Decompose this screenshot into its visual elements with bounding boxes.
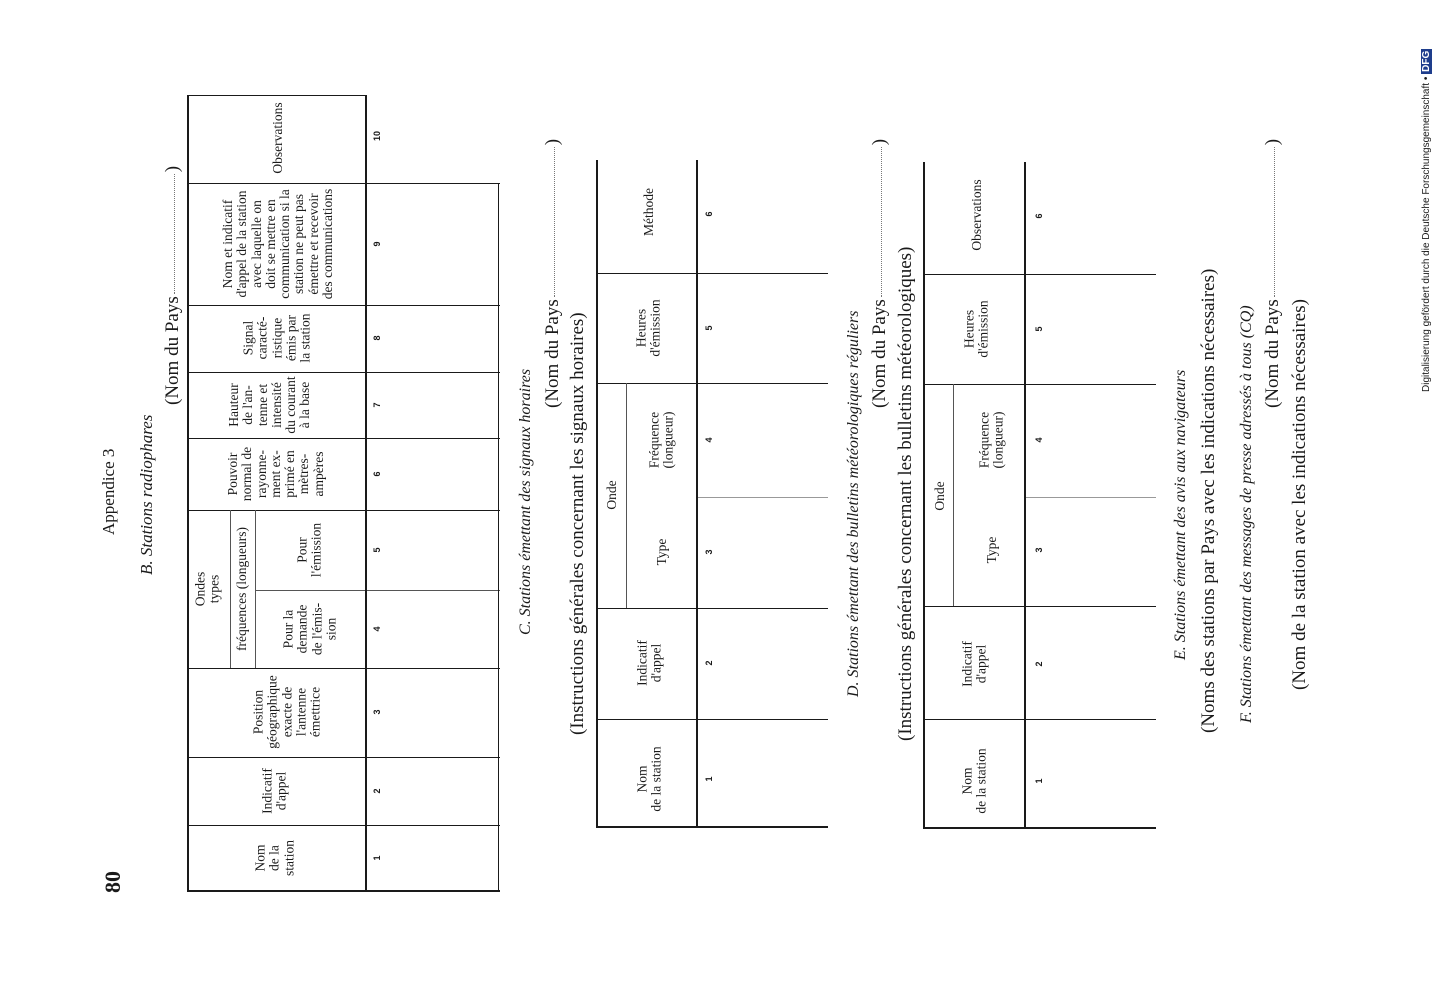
column-number: 1 [1034, 778, 1044, 784]
column-number: 3 [704, 549, 714, 555]
column-number: 6 [372, 471, 382, 477]
section-e-note: (Noms des stations par Pays avec les ind… [1198, 268, 1219, 733]
column-number: 2 [704, 660, 714, 666]
section-d-country: (Nom du Pays) [869, 138, 890, 408]
column-number: 1 [372, 855, 382, 861]
header-frequences: fréquences (longueurs) [233, 526, 249, 652]
country-fill-line [554, 147, 555, 298]
column-number: 3 [372, 709, 382, 715]
header-type: Type [983, 536, 999, 564]
column-number: 4 [1034, 437, 1044, 443]
section-f-country: (Nom du Pays) [1262, 138, 1283, 408]
column-number: 1 [704, 776, 714, 782]
country-paren: ) [1262, 138, 1283, 146]
section-f-title: F. Stations émettant des messages de pre… [1238, 305, 1255, 723]
page-number: 80 [100, 871, 125, 893]
section-f-note: (Nom de la station avec les indications … [1289, 299, 1310, 690]
column-number: 4 [704, 437, 714, 443]
header-observations: Observations [269, 102, 285, 174]
country-label: (Nom du Pays [542, 299, 563, 408]
country-paren: ) [162, 165, 183, 173]
header-methode: Méthode [640, 188, 656, 236]
section-c-instructions: (Instructions générales concernant les s… [567, 312, 588, 735]
header-frequence: Fréquence(longueur) [646, 411, 676, 469]
column-number: 8 [372, 335, 382, 341]
column-number: 6 [704, 211, 714, 217]
country-label: (Nom du Pays [869, 299, 890, 408]
country-fill-line [174, 174, 175, 295]
country-label: (Nom du Pays [1262, 299, 1283, 408]
column-number: 10 [372, 130, 382, 142]
header-observations: Observations [968, 179, 984, 251]
column-number: 5 [704, 325, 714, 331]
header-type: Type [653, 538, 669, 566]
country-paren: ) [542, 138, 563, 146]
watermark-text: Digitalisierung gefördert durch die Deut… [1421, 76, 1432, 392]
column-number: 9 [372, 241, 382, 247]
column-number: 2 [1034, 661, 1044, 667]
section-e-title: E. Stations émettant des avis aux naviga… [1172, 369, 1189, 660]
section-b-title: B. Stations radiophares [137, 414, 156, 575]
section-d-instructions: (Instructions générales concernant les b… [895, 246, 916, 741]
dfg-watermark: Digitalisierung gefördert durch die Deut… [1421, 48, 1432, 392]
country-label: (Nom du Pays [162, 296, 183, 405]
section-d-title: D. Stations émettant des bulletins météo… [845, 310, 862, 697]
column-number: 4 [372, 626, 382, 632]
header-frequence: Fréquence(longueur) [976, 411, 1006, 469]
section-c-country: (Nom du Pays) [542, 138, 563, 408]
column-number: 7 [372, 402, 382, 408]
column-number: 5 [372, 547, 382, 553]
header-onde: Onde [931, 481, 947, 511]
section-c-title: C. Stations émettant des signaux horaire… [517, 368, 534, 635]
header-onde: Onde [603, 480, 619, 510]
column-number: 2 [372, 788, 382, 794]
column-number: 6 [1034, 213, 1044, 219]
column-number: 3 [1034, 547, 1044, 553]
column-number: 5 [1034, 326, 1044, 332]
country-fill-line [881, 147, 882, 298]
dfg-logo: DFG [1421, 48, 1432, 74]
section-b-country: (Nom du Pays) [162, 165, 183, 405]
country-paren: ) [869, 138, 890, 146]
appendix-title: Appendice 3 [99, 448, 118, 535]
country-fill-line [1274, 147, 1275, 298]
